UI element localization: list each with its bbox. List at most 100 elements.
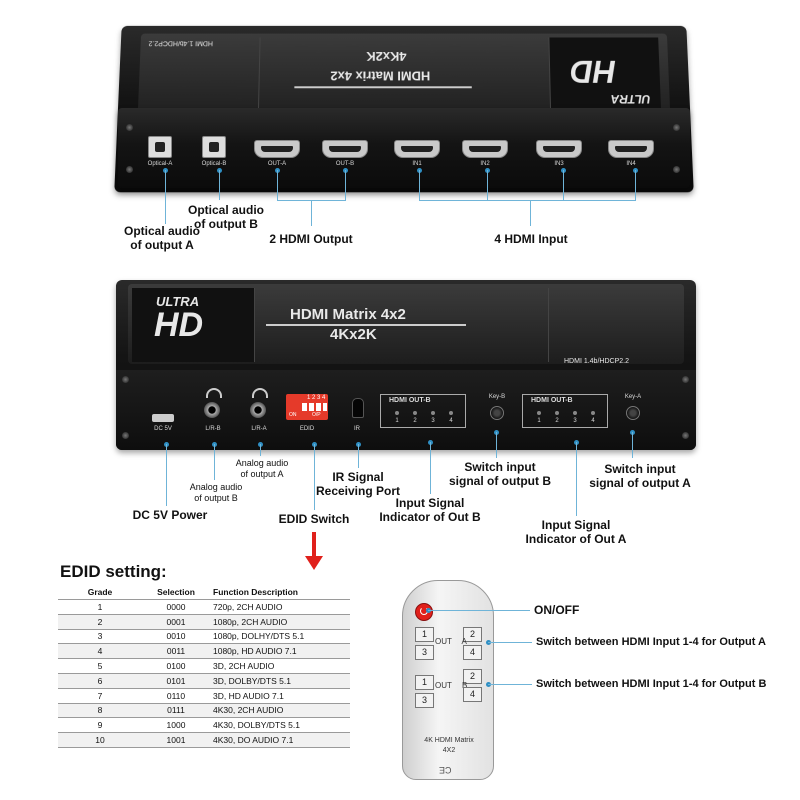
remote-key-a1[interactable]: 1 [415,627,434,642]
remote-key-b1[interactable]: 1 [415,675,434,690]
table-cell: 0000 [142,599,210,615]
callout-remote-switch-b: Switch between HDMI Input 1-4 for Output… [536,678,767,690]
top-title-line2: 4Kx2K [366,49,407,64]
indicator-b-title: HDMI OUT-B [389,397,431,404]
indicator-num: 4 [591,418,595,424]
top-spec: HDMI 1.4b/HDCP2.2 [148,39,214,47]
callout-line [563,170,564,200]
table-cell: 1080p, HD AUDIO 7.1 [210,643,350,660]
hdmi-in3-port[interactable] [536,140,582,158]
remote-model-line2: 4X2 [442,747,456,754]
column-header: Grade [58,585,142,600]
remote-control: 1 2 OUT A 3 4 1 2 OUT B 3 4 4K HDMI Matr… [402,580,494,780]
indicator-num: 1 [537,418,541,424]
screw [126,124,133,131]
callout-line [260,444,261,456]
key-b-button[interactable] [490,406,504,420]
callout-switch-b: Switch input signal of output B [449,460,551,488]
remote-key-a4[interactable]: 4 [463,645,482,660]
lr-a-jack[interactable] [250,402,266,418]
callout-line [165,170,166,224]
table-cell: 1000 [142,717,210,734]
table-cell: 7 [58,688,142,704]
top-device-front: Optical-A Optical-B OUT-A OUT-B IN1 IN2 … [118,108,690,188]
indicator-num: 3 [573,418,577,424]
table-cell: 0100 [142,658,210,674]
screw [126,166,133,173]
callout-line [277,170,278,200]
callout-line [214,444,215,480]
optical-b-port[interactable] [202,136,226,158]
column-header: Selection [142,585,210,600]
callout-remote-switch-a: Switch between HDMI Input 1-4 for Output… [536,636,766,648]
hdmi-out-a-port[interactable] [254,140,300,158]
table-cell: 4K30, DOLBY/DTS 5.1 [210,717,350,734]
hdmi-out-b-port[interactable] [322,140,368,158]
remote-key-a2[interactable]: 2 [463,627,482,642]
remote-key-b2[interactable]: 2 [463,669,482,684]
indicator-led [413,411,417,415]
table-cell: 3 [58,629,142,645]
remote-key-a3[interactable]: 3 [415,645,434,660]
bottom-badge-ultra: ULTRA [156,294,200,309]
remote-mirrored-mark: CE [439,765,452,775]
bottom-badge-hd: HD [154,306,204,344]
table-cell: 8 [58,703,142,719]
dc-5v-label: DC 5V [154,426,172,432]
hdmi-in4-port[interactable] [608,140,654,158]
table-cell: 3D, DOLBY/DTS 5.1 [210,673,350,689]
lr-a-label: L/R-A [251,426,267,432]
key-a-button[interactable] [626,406,640,420]
headphone-icon [206,388,222,398]
indicator-a-title: HDMI OUT-B [531,397,573,404]
table-header-row: Grade Selection Function Description [58,585,350,600]
edid-dip-switch[interactable]: 1 2 3 4 ON O/P [286,394,328,420]
indicator-led [395,411,399,415]
table-cell: 2 [58,614,142,630]
remote-key-b4[interactable]: 4 [463,687,482,702]
callout-ir-port: IR Signal Receiving Port [315,470,401,498]
table-cell: 4 [58,643,142,660]
screw [673,166,680,173]
key-b-label: Key-B [488,394,506,400]
dc-5v-port[interactable] [152,414,174,422]
table-cell: 0010 [142,629,210,645]
dip-key [302,403,307,411]
bottom-badge-panel: ULTRA HD [132,288,255,362]
callout-edid-switch: EDID Switch [278,512,350,526]
ir-label: IR [354,426,360,432]
indicator-panel-a: HDMI OUT-B 1 2 3 4 [522,394,608,428]
table-cell: 0111 [142,703,210,719]
lr-b-jack[interactable] [204,402,220,418]
indicator-led [537,411,541,415]
callout-indicator-out-b: Input Signal Indicator of Out B [379,496,481,524]
bottom-title-underline [266,324,466,326]
callout-line [430,442,431,494]
callout-dc-power: DC 5V Power [132,508,208,522]
callout-line [487,170,488,200]
bottom-device-front: DC 5V L/R-B L/R-A 1 2 3 4 ON O/P EDID IR… [116,370,696,450]
optical-a-port[interactable] [148,136,172,158]
callout-line [311,200,312,226]
hdmi-in2-port[interactable] [462,140,508,158]
optical-a-label: Optical-A [147,161,173,167]
indicator-led [573,411,577,415]
bottom-panel-divider [548,288,549,362]
remote-key-b3[interactable]: 3 [415,693,434,708]
table-cell: 0001 [142,614,210,630]
edid-label: EDID [299,426,315,432]
key-a-label: Key-A [624,394,642,400]
callout-line [576,442,577,516]
hdmi-in1-port[interactable] [394,140,440,158]
red-arrow-icon [312,532,316,558]
indicator-num: 2 [555,418,559,424]
callout-line [314,444,315,510]
